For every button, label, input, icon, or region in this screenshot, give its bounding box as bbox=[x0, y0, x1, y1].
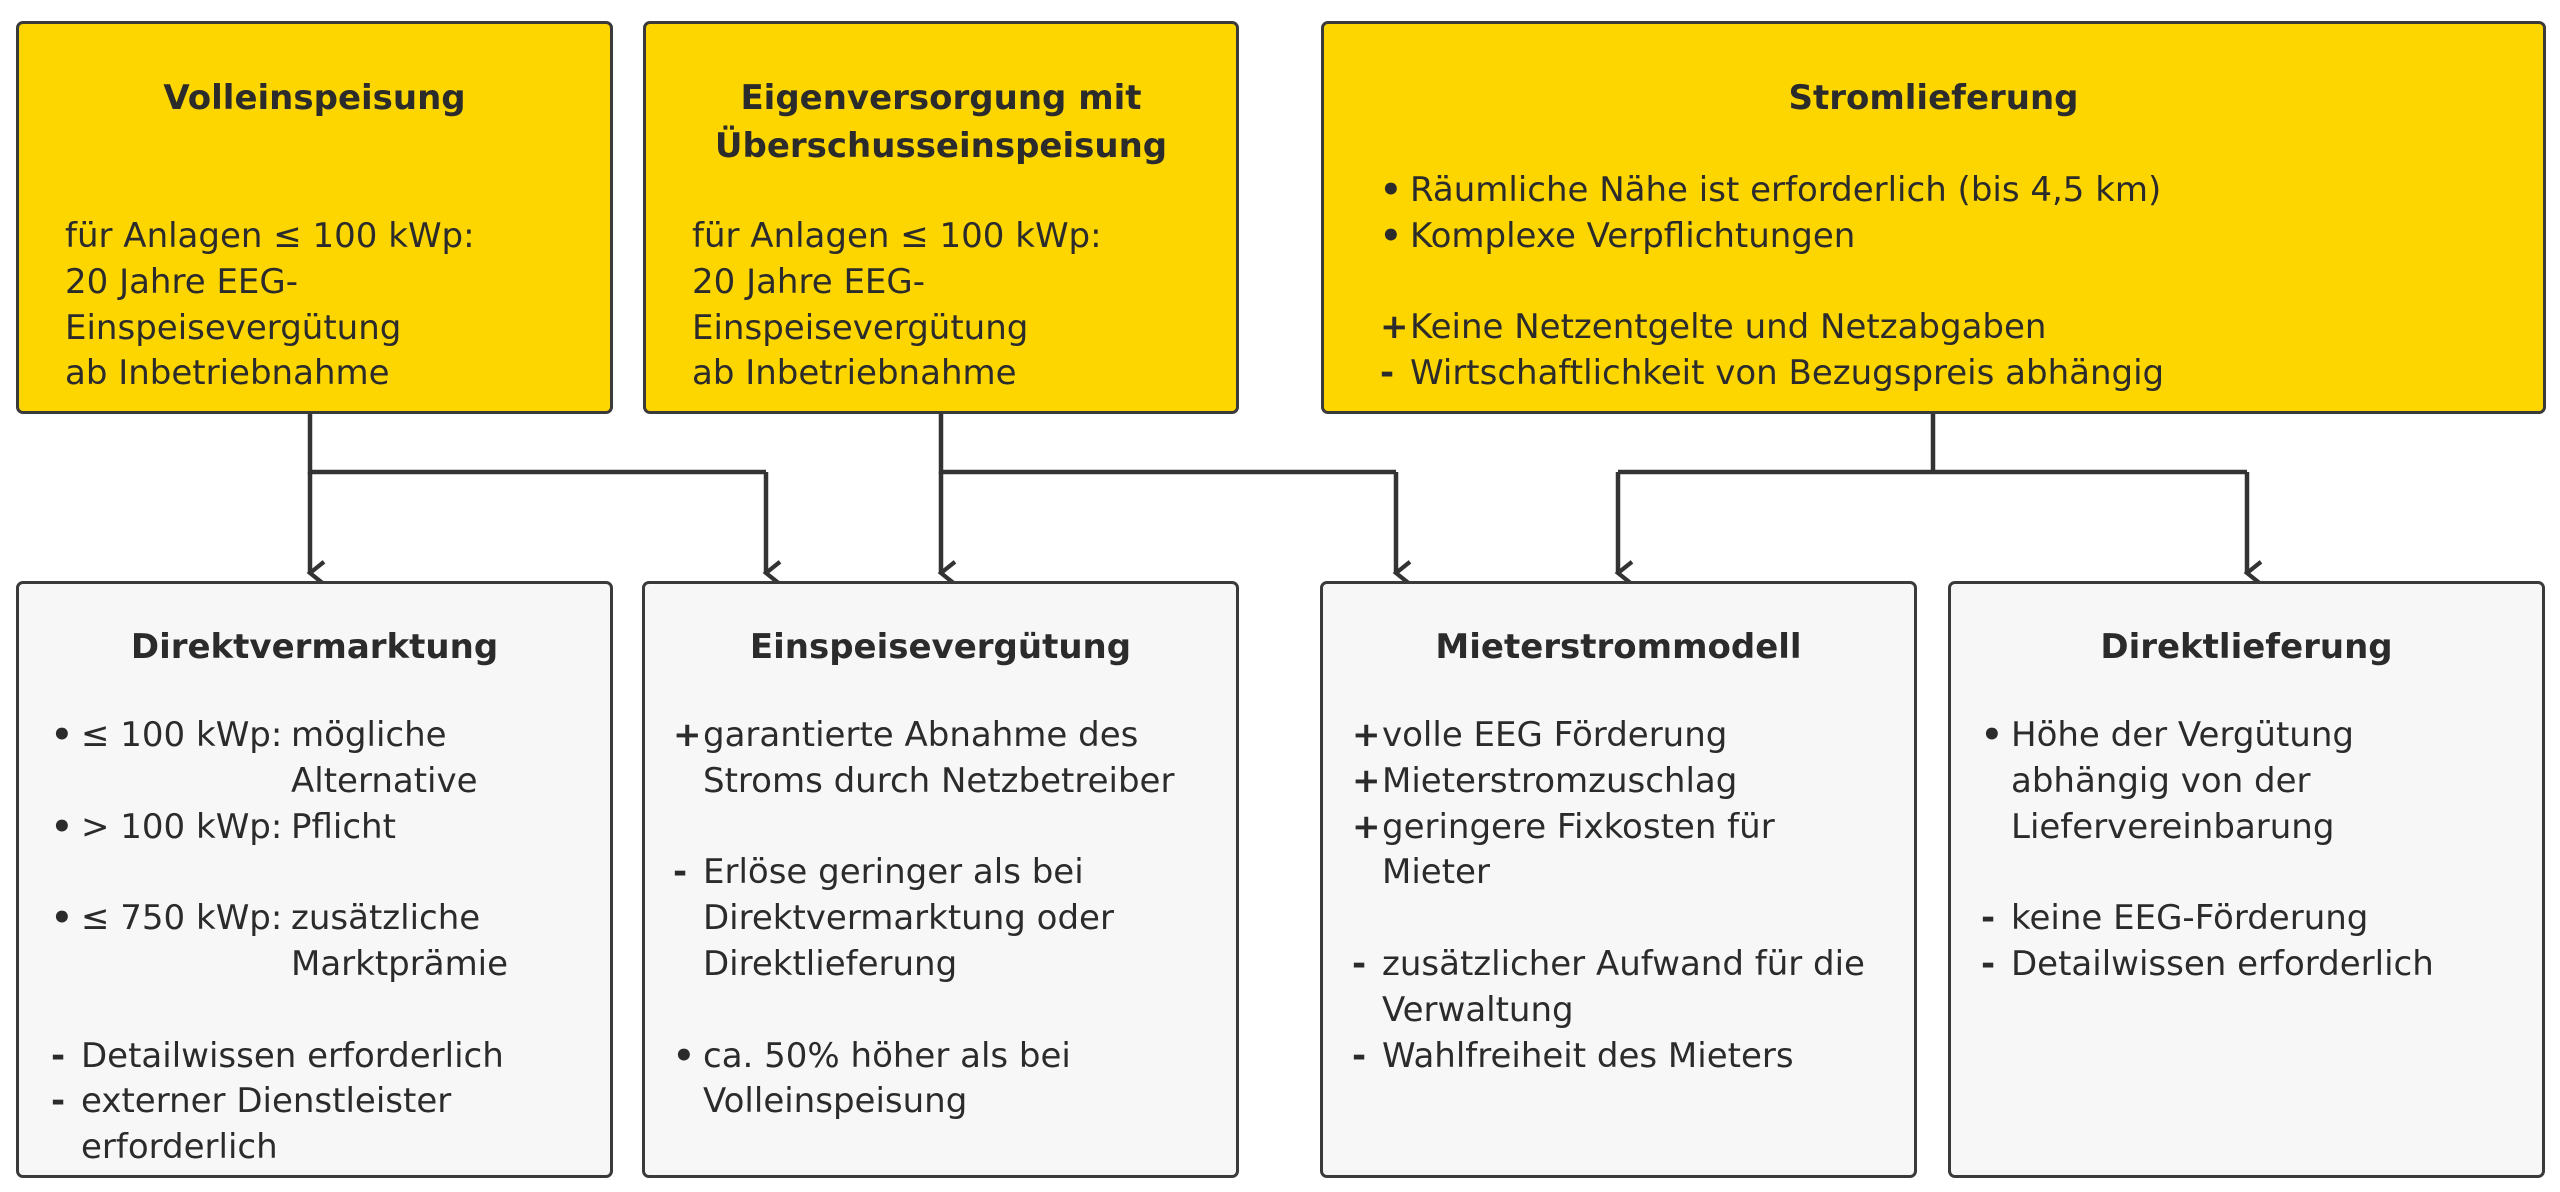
list-text: Wahlfreiheit des Mieters bbox=[1382, 1035, 1794, 1076]
list-marker: - bbox=[1981, 943, 1996, 984]
list-item: •Räumliche Nähe ist erforderlich (bis 4,… bbox=[1380, 168, 2164, 214]
list-item: •Höhe der Vergütung abhängig von der Lie… bbox=[1981, 713, 2434, 850]
kwp-label: ≤ 100 kWp: bbox=[81, 715, 283, 755]
box-mieterstrommodell: Mieterstrommodell +volle EEG Förderung +… bbox=[1320, 581, 1917, 1178]
connector-eigenversorgung bbox=[938, 414, 1396, 475]
list-text: Keine Netzentgelte und Netzabgaben bbox=[1410, 307, 2047, 348]
box-direktvermarktung: Direktvermarktung •≤ 100 kWp:mögliche Al… bbox=[16, 581, 613, 1178]
list-text: zusätzlicher Aufwand für die Verwaltung bbox=[1382, 943, 1865, 1030]
kwp-value: zusätzliche Marktprämie bbox=[291, 898, 509, 984]
list-text: Komplexe Verpflichtungen bbox=[1410, 215, 1856, 256]
list-text: Räumliche Nähe ist erforderlich (bis 4,5… bbox=[1410, 170, 2162, 210]
box-einspeiseverguetung: Einspeisevergütung +garantierte Abnahme … bbox=[642, 581, 1239, 1178]
kwp-value: Pflicht bbox=[291, 806, 396, 847]
list-marker: • bbox=[51, 715, 73, 755]
list-text: volle EEG Förderung bbox=[1382, 715, 1728, 755]
list-text: garantierte Abnahme des Stroms durch Net… bbox=[703, 715, 1175, 801]
list-item: -externer Dienstleister erforderlich bbox=[51, 1079, 508, 1171]
list-marker: + bbox=[1380, 307, 1409, 348]
list-item: +geringere Fixkosten für Mieter bbox=[1352, 805, 1865, 897]
list-text: keine EEG-Förderung bbox=[2011, 898, 2369, 939]
box-text: für Anlagen ≤ 100 kWp: 20 Jahre EEG- Ein… bbox=[65, 216, 475, 394]
list-marker: - bbox=[1352, 1035, 1367, 1076]
box-list: •Höhe der Vergütung abhängig von der Lie… bbox=[1981, 713, 2434, 988]
kwp-row: •≤ 750 kWp:zusätzliche Marktprämie bbox=[51, 896, 508, 988]
list-marker: - bbox=[673, 852, 688, 893]
kwp-row: •> 100 kWp:Pflicht bbox=[51, 805, 508, 851]
connector-stromlieferung bbox=[1618, 414, 2247, 475]
list-marker: + bbox=[673, 715, 702, 755]
box-title: Direktlieferung bbox=[2100, 627, 2393, 667]
list-marker: • bbox=[1380, 215, 1402, 256]
list-text: Erlöse geringer als bei Direktvermarktun… bbox=[703, 852, 1114, 984]
list-marker: • bbox=[1981, 715, 2003, 755]
list-text: ca. 50% höher als bei Volleinspeisung bbox=[703, 1035, 1071, 1122]
box-title: Einspeisevergütung bbox=[749, 627, 1132, 667]
list-item: -zusätzlicher Aufwand für die Verwaltung bbox=[1352, 942, 1865, 1034]
kwp-label: ≤ 750 kWp: bbox=[81, 898, 283, 939]
box-eigenversorgung: Eigenversorgung mit Überschusseinspeisun… bbox=[643, 21, 1239, 414]
list-marker: - bbox=[51, 1081, 66, 1122]
list-text: Mieterstromzuschlag bbox=[1382, 760, 1738, 801]
box-title: Volleinspeisung bbox=[163, 78, 466, 118]
box-rows: •≤ 100 kWp:mögliche Alternative •> 100 k… bbox=[51, 713, 508, 1171]
list-marker: + bbox=[1352, 760, 1381, 801]
box-title: Mieterstrommodell bbox=[1435, 627, 1802, 667]
box-list: •Räumliche Nähe ist erforderlich (bis 4,… bbox=[1380, 168, 2164, 397]
list-marker: - bbox=[1352, 943, 1367, 984]
list-item: -keine EEG-Förderung bbox=[1981, 896, 2434, 942]
list-marker: + bbox=[1352, 806, 1381, 847]
list-item: -Detailwissen erforderlich bbox=[1981, 942, 2434, 988]
box-volleinspeisung: Volleinspeisung für Anlagen ≤ 100 kWp: 2… bbox=[16, 21, 613, 414]
list-item: •Komplexe Verpflichtungen bbox=[1380, 214, 2164, 260]
list-marker: - bbox=[51, 1035, 66, 1076]
list-item: +volle EEG Förderung bbox=[1352, 713, 1865, 759]
list-text: geringere Fixkosten für Mieter bbox=[1382, 806, 1775, 893]
list-item: +Mieterstromzuschlag bbox=[1352, 759, 1865, 805]
box-title: Stromlieferung bbox=[1788, 78, 2079, 118]
connector-volleinspeisung bbox=[307, 414, 766, 475]
list-text: Detailwissen erforderlich bbox=[81, 1035, 504, 1076]
list-text: Wirtschaftlichkeit von Bezugspreis abhän… bbox=[1410, 353, 2165, 394]
box-title: Eigenversorgung mit Überschusseinspeisun… bbox=[714, 78, 1168, 166]
list-marker: • bbox=[51, 898, 73, 939]
list-item: -Erlöse geringer als bei Direktvermarktu… bbox=[673, 850, 1174, 987]
box-title: Direktvermarktung bbox=[130, 627, 499, 667]
list-item: -Wahlfreiheit des Mieters bbox=[1352, 1034, 1865, 1080]
box-list: +volle EEG Förderung +Mieterstromzuschla… bbox=[1352, 713, 1865, 1079]
list-text: externer Dienstleister erforderlich bbox=[81, 1081, 452, 1168]
list-item: +Keine Netzentgelte und Netzabgaben bbox=[1380, 305, 2164, 351]
box-text: für Anlagen ≤ 100 kWp: 20 Jahre EEG- Ein… bbox=[692, 216, 1102, 394]
kwp-row: •≤ 100 kWp:mögliche Alternative bbox=[51, 713, 508, 805]
kwp-value: mögliche Alternative bbox=[291, 715, 478, 801]
list-marker: • bbox=[1380, 170, 1402, 210]
list-item: +garantierte Abnahme des Stroms durch Ne… bbox=[673, 713, 1174, 805]
box-direktlieferung: Direktlieferung •Höhe der Vergütung abhä… bbox=[1948, 581, 2545, 1178]
list-text: Höhe der Vergütung abhängig von der Lief… bbox=[2011, 715, 2354, 847]
list-marker: • bbox=[673, 1035, 695, 1076]
box-list: +garantierte Abnahme des Stroms durch Ne… bbox=[673, 713, 1174, 1125]
list-marker: • bbox=[51, 806, 73, 847]
list-marker: + bbox=[1352, 715, 1381, 755]
box-stromlieferung: Stromlieferung •Räumliche Nähe ist erfor… bbox=[1321, 21, 2546, 414]
list-marker: - bbox=[1981, 898, 1996, 939]
list-marker: - bbox=[1380, 353, 1395, 394]
list-item: •ca. 50% höher als bei Volleinspeisung bbox=[673, 1034, 1174, 1126]
list-item: -Detailwissen erforderlich bbox=[51, 1034, 508, 1080]
kwp-label: > 100 kWp: bbox=[81, 806, 283, 847]
list-text: Detailwissen erforderlich bbox=[2011, 943, 2434, 984]
list-item: -Wirtschaftlichkeit von Bezugspreis abhä… bbox=[1380, 351, 2164, 397]
